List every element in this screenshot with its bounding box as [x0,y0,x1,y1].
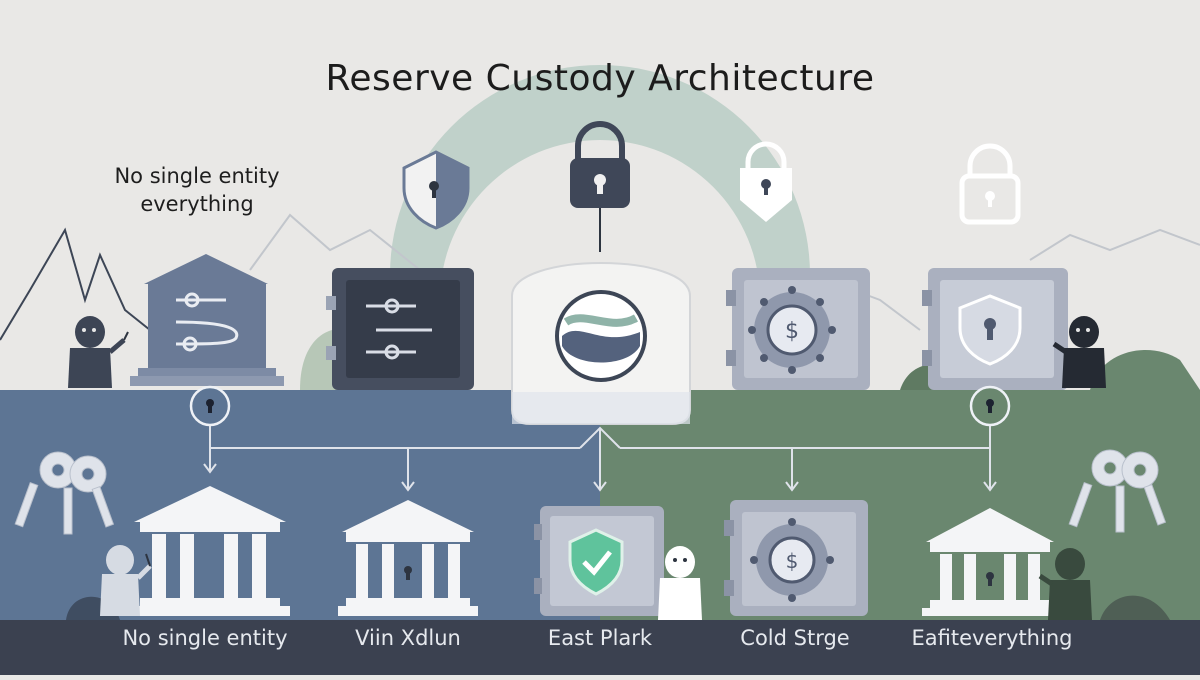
mountain-line-left [0,227,151,341]
central-reserve-vault [511,262,691,425]
bush [1090,350,1200,390]
character-dark-left [68,316,129,388]
bank-building-upper [130,254,284,386]
bottom-label-4: Cold Strge [740,626,850,650]
shield-lock-icon [402,150,470,230]
svg-text:$: $ [785,319,799,344]
background-arc [390,65,810,300]
vault-dark [326,268,474,390]
mountain-line-faint [249,213,421,271]
svg-text:$: $ [786,549,799,573]
vault-dollar-lower: $ [724,500,868,616]
annotation-note: No single entity everything [92,162,302,218]
annotation-line-2: everything [140,192,254,216]
padlock-pin-icon [740,141,792,222]
bank-building-lower-1 [130,486,290,616]
diagram-title: Reserve Custody Architecture [325,58,875,99]
vault-shield-upper [922,268,1068,390]
bottom-label-1: No single entity [122,626,288,650]
bottom-label-3: East Plark [547,626,653,650]
left-band [0,390,600,620]
padlock-icon [570,121,630,252]
annotation-line-1: No single entity [114,164,280,188]
lock-node-left-icon [189,385,231,427]
bank-building-lower-2 [338,500,478,616]
bank-building-lower-3 [922,508,1058,616]
character-light-left [66,545,152,620]
bottom-label-5: Eafiteverything [911,626,1073,650]
character-dark-right [1052,316,1106,388]
character-green-right [1038,548,1170,620]
character-white-center [658,546,702,620]
footer-band [0,620,1200,675]
bottom-label-2: Viin Xdlun [355,626,461,650]
vault-shield-check [534,506,664,616]
mountain-line-right [1029,228,1200,261]
padlock-outline-icon [959,143,1021,225]
connector-lines [203,424,997,492]
vault-dollar-upper: $ [726,268,870,390]
lock-node-right-icon [969,385,1011,427]
keys-right-icon [1068,449,1167,533]
keys-left-icon [14,451,115,535]
